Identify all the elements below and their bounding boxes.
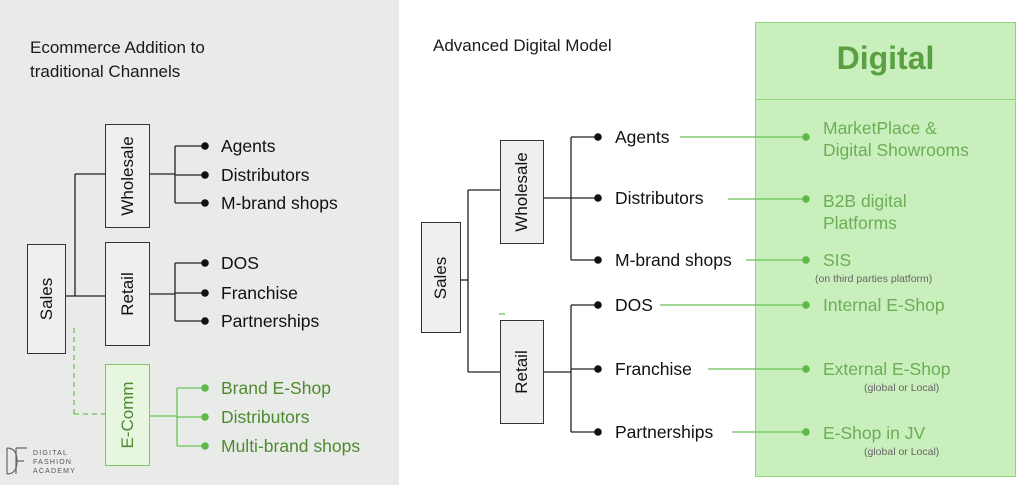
right-channel-item: Agents — [615, 127, 670, 147]
left-wholesale-item: M-brand shops — [221, 193, 338, 213]
left-ecomm-label: E-Comm — [117, 381, 137, 449]
left-sales-box: Sales — [27, 244, 66, 354]
digital-item-line1: External E-Shop — [823, 359, 951, 379]
digital-item-line1: MarketPlace & — [823, 118, 937, 138]
digital-header — [755, 22, 1016, 100]
left-retail-item: DOS — [221, 253, 259, 273]
left-title-line2: traditional Channels — [30, 62, 181, 81]
digital-item-note: (global or Local) — [864, 446, 940, 458]
left-ecomm-item: Multi-brand shops — [221, 436, 361, 456]
left-wholesale-item: Distributors — [221, 165, 310, 185]
right-retail-label: Retail — [512, 350, 531, 394]
right-wholesale-label: Wholesale — [512, 152, 531, 232]
left-retail-item: Partnerships — [221, 311, 320, 331]
logo-line3: ACADEMY — [33, 468, 77, 475]
digital-item-line1: Internal E-Shop — [823, 295, 945, 315]
right-channel-item: M-brand shops — [615, 250, 732, 270]
right-channel-item: DOS — [615, 295, 653, 315]
digital-item-line1: B2B digital — [823, 191, 907, 211]
right-channel-item: Franchise — [615, 359, 692, 379]
digital-title: Digital — [836, 40, 935, 76]
left-title: Ecommerce Addition to traditional Channe… — [30, 36, 205, 84]
digital-item-note: (on third parties platform) — [815, 273, 933, 285]
digital-item-line2: Platforms — [823, 213, 897, 233]
left-panel — [0, 0, 399, 485]
left-retail-item: Franchise — [221, 283, 298, 303]
right-sales-box: Sales — [421, 222, 461, 333]
right-channel-item: Partnerships — [615, 422, 714, 442]
left-ecomm-item: Distributors — [221, 407, 310, 427]
left-wholesale-item: Agents — [221, 136, 276, 156]
digital-item-line1: SIS — [823, 250, 852, 270]
right-channel-item: Distributors — [615, 188, 704, 208]
right-title: Advanced Digital Model — [433, 36, 612, 55]
academy-logo-icon — [4, 446, 30, 476]
left-ecomm-box: E-Comm — [105, 364, 150, 466]
academy-logo-text: DIGITAL FASHION ACADEMY — [33, 449, 76, 476]
logo-line1: DIGITAL — [33, 450, 69, 457]
left-ecomm-item: Brand E-Shop — [221, 378, 331, 398]
logo-line2: FASHION — [33, 459, 73, 466]
digital-item-note: (global or Local) — [864, 382, 940, 394]
left-sales-label: Sales — [36, 277, 56, 321]
right-sales-label: Sales — [431, 256, 450, 299]
left-retail-label: Retail — [117, 272, 137, 316]
digital-item: B2B digital Platforms — [823, 190, 907, 234]
right-wholesale-box: Wholesale — [500, 140, 544, 244]
left-wholesale-box: Wholesale — [105, 124, 150, 228]
digital-item-line1: E-Shop in JV — [823, 423, 926, 443]
left-title-line1: Ecommerce Addition to — [30, 38, 205, 57]
digital-item-line2: Digital Showrooms — [823, 140, 969, 160]
left-wholesale-label: Wholesale — [117, 136, 137, 216]
digital-item: MarketPlace & Digital Showrooms — [823, 117, 969, 161]
left-retail-box: Retail — [105, 242, 150, 346]
right-retail-box: Retail — [500, 320, 544, 424]
digital-column — [755, 22, 1016, 477]
